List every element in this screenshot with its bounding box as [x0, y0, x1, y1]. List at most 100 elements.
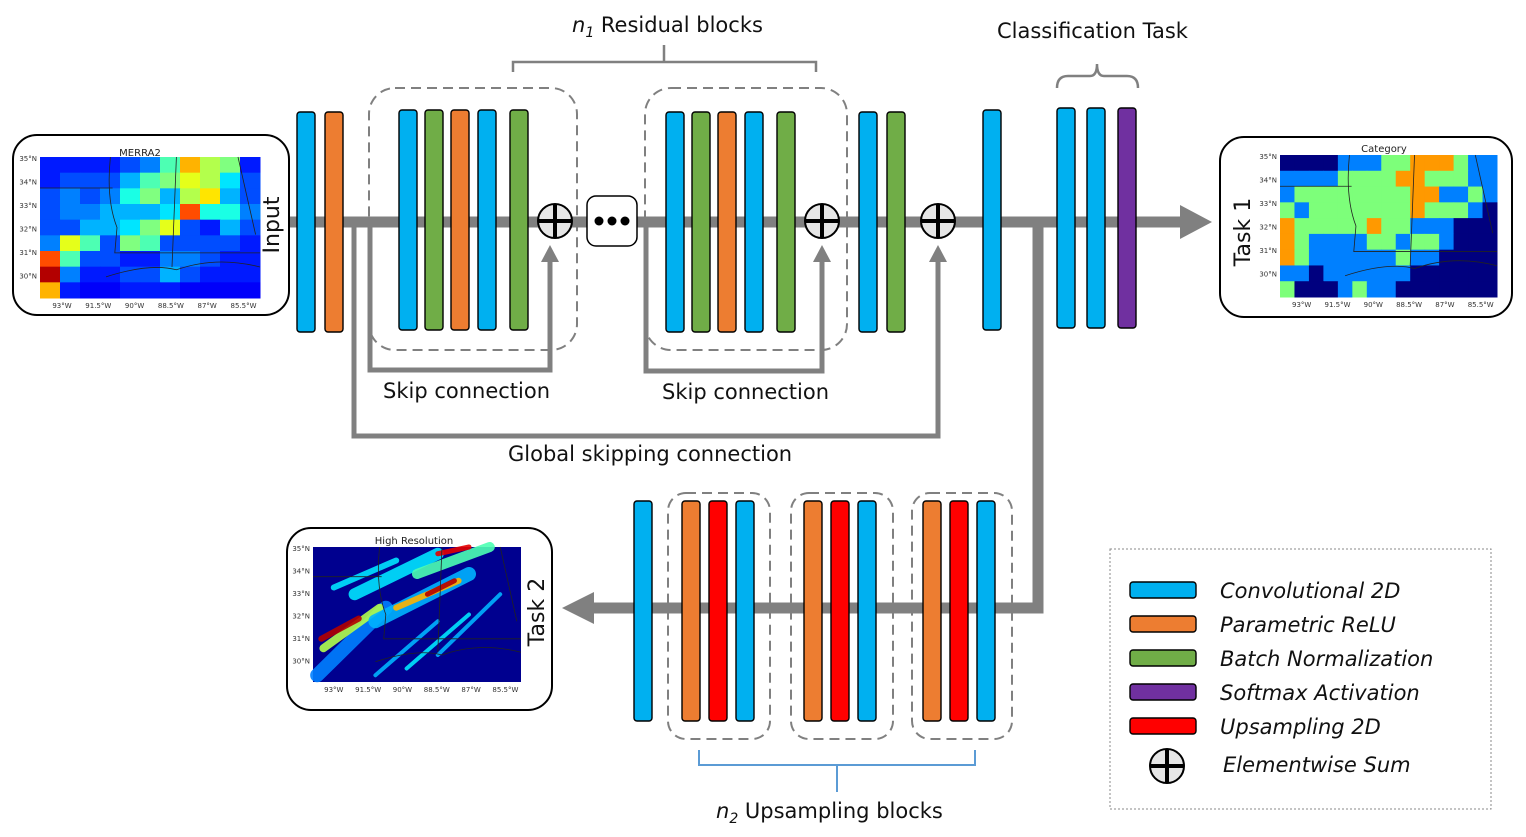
map-cell: [60, 157, 81, 174]
map-cell: [1395, 265, 1411, 282]
map-cell: [60, 204, 81, 221]
map-cell: [40, 172, 61, 189]
map-cell: [1337, 281, 1353, 298]
lon-tick: 87°W: [198, 302, 217, 310]
lon-tick: 91.5°W: [355, 686, 381, 694]
map-cell: [120, 188, 141, 205]
state-border: [40, 156, 261, 278]
residual-block-n-box: [644, 87, 848, 351]
conv2d-layer: [858, 111, 878, 333]
map-cell: [160, 219, 181, 236]
map-cell: [1381, 281, 1397, 298]
map-cell: [1337, 155, 1353, 172]
lon-tick: 85.5°W: [230, 302, 256, 310]
map-cell: [1395, 202, 1411, 219]
map-cell: [60, 251, 81, 268]
map-cell: [1366, 265, 1382, 282]
precip-band: [330, 557, 400, 591]
layers: [296, 107, 1137, 722]
map-cell: [1381, 202, 1397, 219]
map-cell: [1366, 202, 1382, 219]
batchnorm-layer: [509, 109, 529, 331]
map-cell: [1280, 170, 1295, 188]
lon-tick: 87°W: [1435, 301, 1454, 309]
map-cell: [1294, 155, 1310, 172]
global-skip-arrowhead: [929, 245, 947, 262]
map-cell: [200, 282, 221, 299]
map-cell: [180, 235, 201, 252]
map-cell: [180, 157, 201, 174]
map-cell: [80, 266, 101, 283]
map-cell: [160, 251, 181, 268]
map-cell: [140, 251, 161, 268]
lon-tick: 90°W: [393, 686, 412, 694]
map-cell: [1323, 249, 1339, 266]
lon-tick: 90°W: [1364, 301, 1383, 309]
map-cell: [1381, 233, 1397, 251]
prelu-layer: [717, 111, 737, 333]
upsampling-block-3-box: [911, 492, 1013, 740]
map-cell: [1424, 186, 1440, 203]
task1-map-title: Category: [1361, 144, 1407, 155]
map-cell: [120, 235, 141, 252]
map-cell: [200, 172, 221, 189]
prelu-layer: [324, 111, 344, 333]
map-cell: [1482, 218, 1498, 235]
map-cell: [1381, 249, 1397, 266]
upsampling-blocks-brace: [698, 750, 976, 792]
lat-tick: 33°N: [292, 590, 310, 598]
map-cell: [100, 219, 121, 236]
map-cell: [1482, 202, 1498, 219]
map-cell: [1410, 155, 1426, 172]
conv2d-layer: [1056, 107, 1076, 329]
map-cell: [1308, 218, 1324, 235]
ellipsis-box: [586, 195, 638, 247]
map-cell: [160, 172, 181, 189]
map-cell: [1323, 202, 1339, 219]
lon-tick: 88.5°W: [1396, 301, 1422, 309]
map-cell: [140, 157, 161, 174]
upsampling-blocks-label: n2 Upsampling blocks: [716, 799, 943, 827]
conv2d-layer: [477, 109, 497, 331]
map-cell: [40, 219, 61, 236]
map-cell: [1410, 186, 1426, 203]
map-cell: [1308, 186, 1324, 203]
map-cell: [1482, 281, 1498, 298]
map-cell: [1424, 281, 1440, 298]
lon-tick: 93°W: [1292, 301, 1311, 309]
lat-tick: 34°N: [292, 568, 310, 576]
map-cell: [220, 157, 241, 174]
map-cell: [1468, 218, 1484, 235]
map-cell: [1381, 265, 1397, 282]
prelu-layer: [450, 109, 470, 331]
map-cell: [1366, 170, 1382, 188]
map-cell: [1337, 202, 1353, 219]
map-cell: [1424, 155, 1440, 172]
map-cell: [220, 235, 241, 252]
map-cell: [1294, 265, 1310, 282]
map-cell: [1337, 218, 1353, 235]
lat-tick: 31°N: [292, 635, 310, 643]
task2-map-title: High Resolution: [375, 536, 453, 547]
map-cell: [220, 219, 241, 236]
map-cell: [1294, 218, 1310, 235]
map-cell: [180, 266, 201, 283]
legend-label: Upsampling 2D: [1220, 715, 1381, 739]
map-cell: [120, 251, 141, 268]
conv2d-layer: [633, 500, 653, 722]
map-cell: [1308, 249, 1324, 266]
map-cell: [120, 204, 141, 221]
map-cell: [200, 157, 221, 174]
map-cell: [1468, 249, 1484, 266]
map-cell: [1439, 233, 1455, 251]
map-cell: [140, 204, 161, 221]
softmax-layer: [1117, 107, 1137, 329]
map-cell: [40, 251, 61, 268]
map-cell: [220, 251, 241, 268]
map-cell: [160, 157, 181, 174]
map-cell: [1308, 281, 1324, 298]
map-cell: [1468, 155, 1484, 172]
map-cell: [80, 204, 101, 221]
map-cell: [1453, 186, 1469, 203]
legend-item: Convolutional 2D: [1129, 579, 1400, 603]
